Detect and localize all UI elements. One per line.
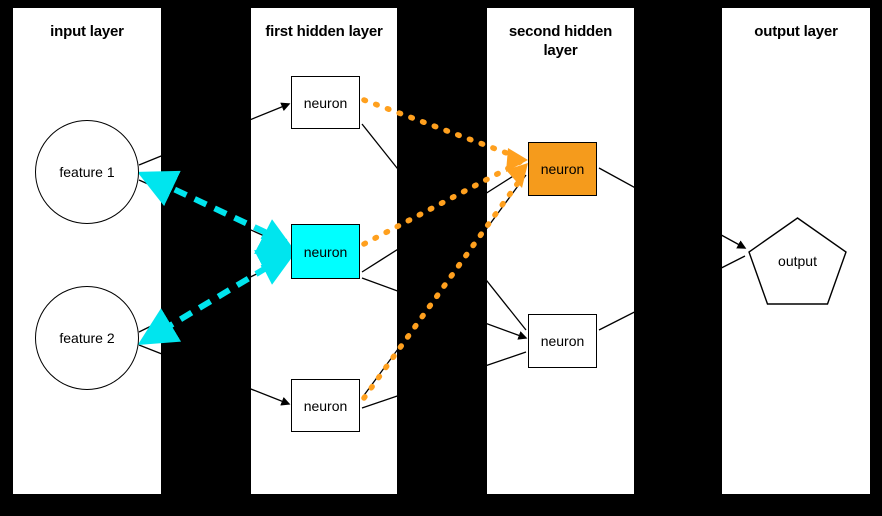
node-hidden2-neuron-top[interactable]: neuron bbox=[528, 142, 597, 196]
layer-title-first-hidden: first hidden layer bbox=[265, 23, 383, 40]
layer-panel-input: input layer bbox=[13, 8, 161, 494]
layer-title-second-hidden: second hidden layer bbox=[508, 23, 613, 59]
layer-panel-second-hidden: second hidden layer bbox=[487, 8, 634, 494]
node-label-feature-2: feature 2 bbox=[59, 330, 115, 346]
node-feature-2[interactable]: feature 2 bbox=[35, 286, 139, 390]
pentagon-shape-icon bbox=[748, 217, 847, 305]
node-label-hidden1-middle: neuron bbox=[303, 243, 348, 260]
node-hidden1-neuron-middle[interactable]: neuron bbox=[291, 224, 360, 279]
node-hidden1-neuron-bottom[interactable]: neuron bbox=[291, 379, 360, 432]
node-label-hidden1-top: neuron bbox=[303, 94, 348, 111]
layer-title-output: output layer bbox=[754, 23, 838, 40]
layer-title-input: input layer bbox=[50, 23, 124, 40]
node-label-hidden2-top: neuron bbox=[540, 161, 585, 177]
node-label-feature-1: feature 1 bbox=[59, 164, 115, 180]
node-feature-1[interactable]: feature 1 bbox=[35, 120, 139, 224]
node-output[interactable]: output bbox=[747, 216, 848, 306]
node-label-output: output bbox=[778, 253, 817, 269]
node-label-hidden2-bottom: neuron bbox=[540, 333, 585, 349]
node-label-hidden1-bottom: neuron bbox=[303, 397, 348, 414]
node-hidden1-neuron-top[interactable]: neuron bbox=[291, 76, 360, 129]
node-hidden2-neuron-bottom[interactable]: neuron bbox=[528, 314, 597, 368]
